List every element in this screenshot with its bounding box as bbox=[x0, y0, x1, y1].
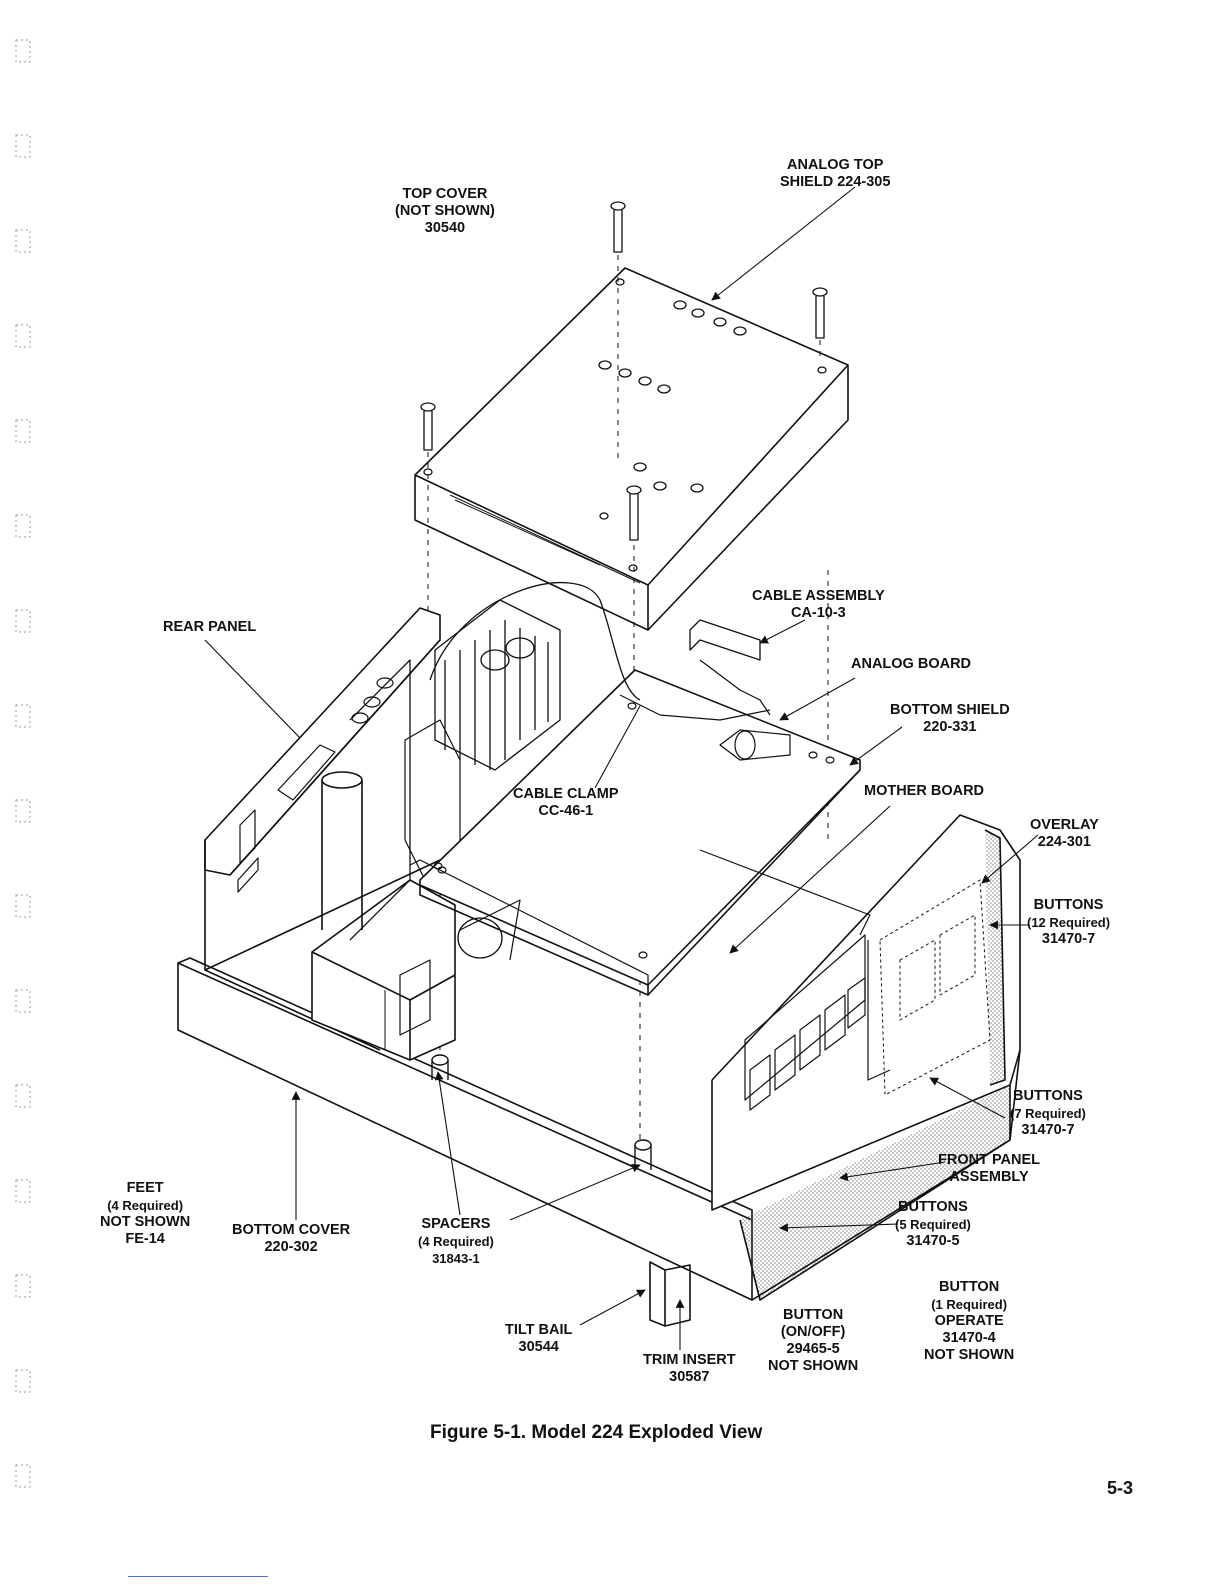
label-top-cover: TOP COVER (NOT SHOWN) 30540 bbox=[395, 186, 495, 236]
board-stack bbox=[409, 581, 871, 996]
leader-lines bbox=[204, 186, 1039, 1350]
label-mother-board: MOTHER BOARD bbox=[864, 783, 985, 799]
label-analog-top-shield: ANALOG TOP SHIELD 224-305 bbox=[780, 157, 891, 190]
analog-top-shield bbox=[414, 267, 849, 631]
label-overlay: OVERLAY 224-301 bbox=[1030, 817, 1099, 850]
label-rear-panel: REAR PANEL bbox=[163, 619, 257, 635]
page-number: 5-3 bbox=[1107, 1478, 1134, 1498]
footer-rule bbox=[128, 1576, 268, 1577]
figure-caption: Figure 5-1. Model 224 Exploded View bbox=[430, 1422, 763, 1443]
label-cable-assembly: CABLE ASSEMBLY CA-10-3 bbox=[752, 588, 885, 621]
label-buttons-5: BUTTONS (5 Required) 31470-5 bbox=[895, 1199, 971, 1249]
shield-screws bbox=[420, 201, 828, 541]
label-bottom-cover: BOTTOM COVER 220-302 bbox=[232, 1222, 351, 1255]
label-spacers: SPACERS (4 Required) 31843-1 bbox=[418, 1216, 494, 1266]
bottom-cover-chassis bbox=[177, 599, 1021, 1327]
label-tilt-bail: TILT BAIL 30544 bbox=[505, 1322, 573, 1355]
label-buttons-12: BUTTONS (12 Required) 31470-7 bbox=[1027, 897, 1111, 947]
label-feet: FEET (4 Required) NOT SHOWN FE-14 bbox=[100, 1180, 191, 1247]
binder-hole-strip bbox=[0, 0, 40, 1584]
label-analog-board: ANALOG BOARD bbox=[851, 656, 972, 672]
binder-marks bbox=[15, 39, 31, 1488]
label-button-operate: BUTTON (1 Required) OPERATE 31470-4 NOT … bbox=[924, 1279, 1015, 1363]
label-cable-clamp: CABLE CLAMP CC-46-1 bbox=[513, 786, 619, 819]
label-front-panel-assembly: FRONT PANEL ASSEMBLY bbox=[938, 1152, 1041, 1185]
label-bottom-shield: BOTTOM SHIELD 220-331 bbox=[890, 702, 1010, 735]
label-trim-insert: TRIM INSERT 30587 bbox=[643, 1352, 736, 1385]
label-buttons-7: BUTTONS (7 Required) 31470-7 bbox=[1010, 1088, 1086, 1138]
label-button-on-off: BUTTON (ON/OFF) 29465-5 NOT SHOWN bbox=[768, 1307, 859, 1374]
